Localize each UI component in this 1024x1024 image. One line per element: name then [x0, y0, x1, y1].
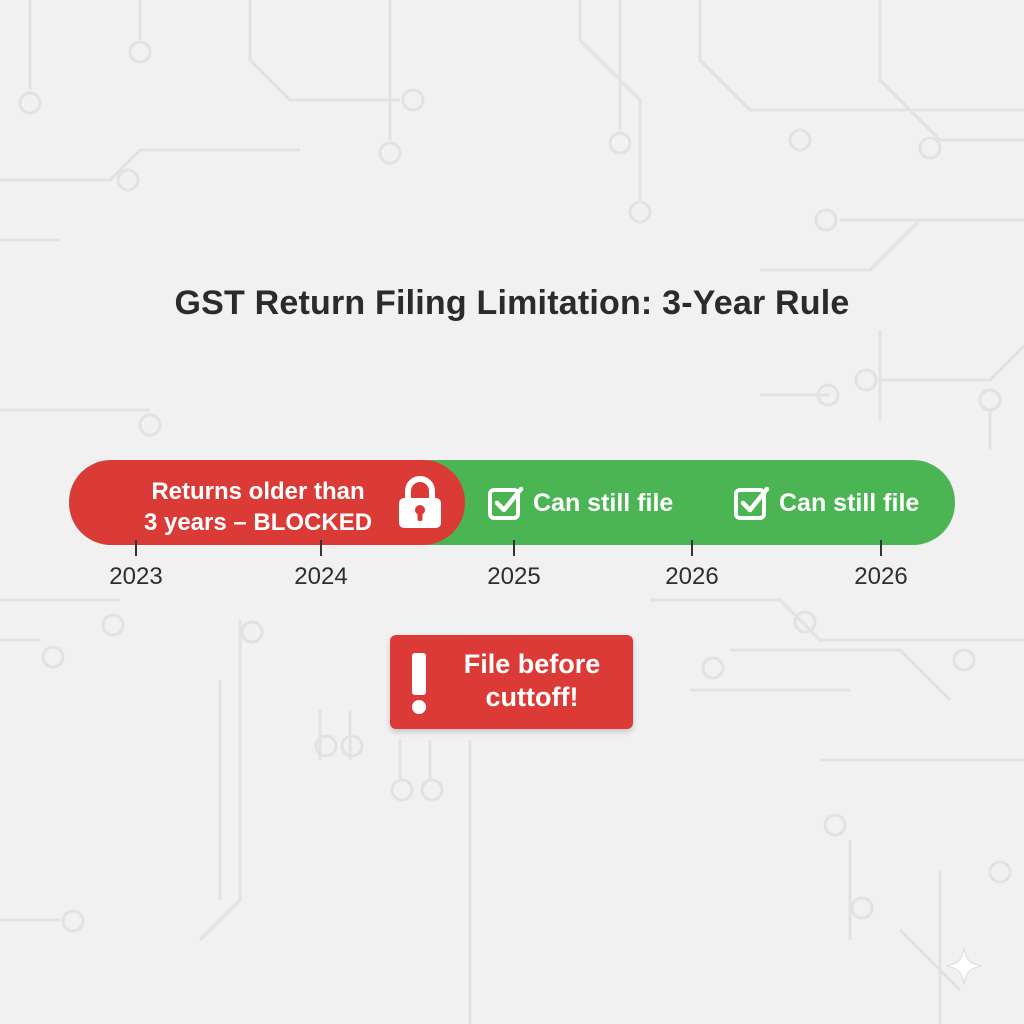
can-file-label-2: Can still file	[779, 488, 920, 517]
tick-label-2025: 2025	[487, 563, 541, 590]
lock-icon	[399, 476, 441, 528]
check-box-icon	[734, 486, 770, 520]
blocked-label-line2: 3 years – BLOCKED	[143, 509, 373, 536]
tick-mark-2026b	[880, 540, 882, 556]
blocked-label: Returns older than 3 years – BLOCKED	[103, 476, 413, 538]
blocked-label-line1: Returns older than	[151, 478, 365, 505]
can-file-item-1: Can still file	[487, 484, 673, 522]
tick-mark-2026a	[691, 540, 693, 556]
tick-mark-2025	[513, 540, 515, 556]
can-file-item-2: Can still file	[733, 484, 919, 522]
check-box-icon	[488, 486, 524, 520]
tick-label-2026a: 2026	[665, 563, 719, 590]
tick-label-2023: 2023	[109, 563, 163, 590]
warning-line1: File before	[463, 649, 601, 679]
timeline-bar: Returns older than 3 years – BLOCKED Can…	[69, 460, 955, 545]
cutoff-warning-text: File before cuttoff!	[438, 648, 626, 714]
tick-mark-2023	[135, 540, 137, 556]
tick-mark-2024	[320, 540, 322, 556]
page-title: GST Return Filing Limitation: 3-Year Rul…	[174, 284, 850, 322]
tick-label-2024: 2024	[294, 563, 348, 590]
blocked-segment: Returns older than 3 years – BLOCKED	[69, 460, 465, 545]
cutoff-warning-box: File before cuttoff!	[390, 635, 633, 729]
warning-line2: cuttoff!	[485, 682, 579, 712]
can-file-label-1: Can still file	[533, 488, 674, 517]
exclamation-icon	[412, 653, 426, 714]
sparkle-icon	[945, 947, 983, 985]
tick-label-2026b: 2026	[854, 563, 908, 590]
